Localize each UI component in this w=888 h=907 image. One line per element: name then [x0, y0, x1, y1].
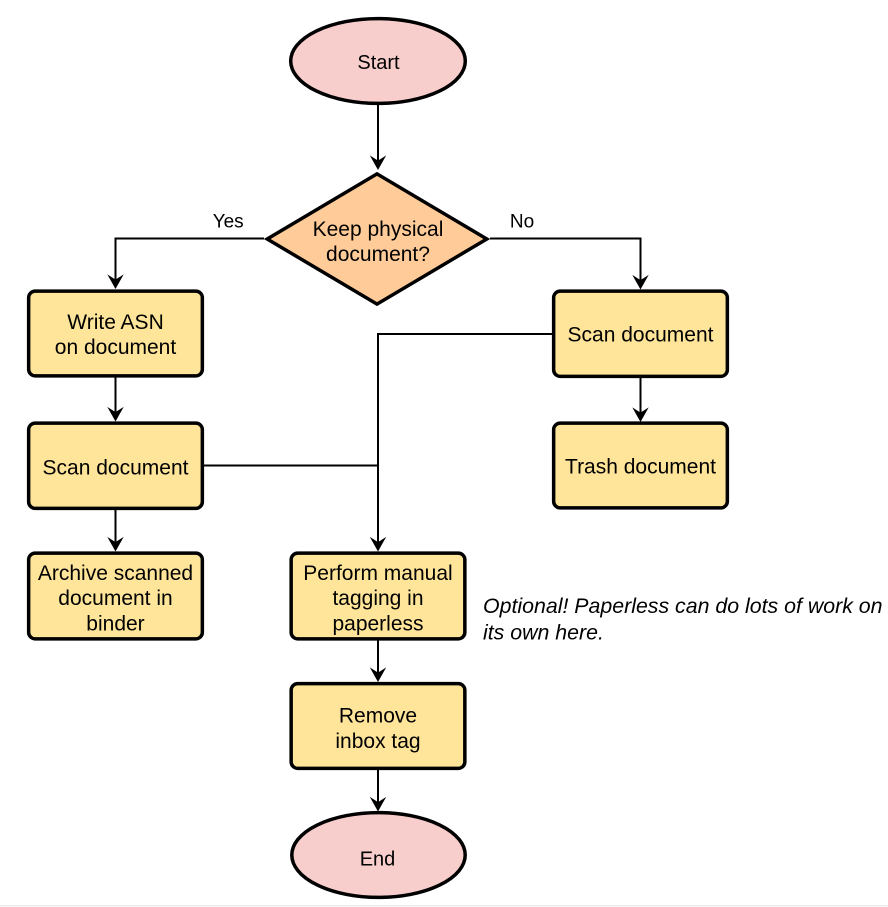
svg-text:Trash document: Trash document [565, 456, 716, 479]
svg-text:Start: Start [357, 52, 400, 74]
svg-text:Archive scanned: Archive scanned [38, 562, 193, 585]
svg-text:Perform manual: Perform manual [303, 562, 452, 585]
svg-text:document?: document? [326, 243, 430, 266]
svg-text:binder: binder [86, 613, 144, 636]
svg-text:Scan document: Scan document [43, 456, 189, 479]
svg-text:No: No [510, 211, 534, 232]
svg-text:its own here.: its own here. [483, 621, 604, 645]
svg-text:inbox tag: inbox tag [335, 730, 420, 753]
svg-text:document in: document in [58, 587, 172, 610]
svg-text:Yes: Yes [213, 211, 244, 232]
svg-text:on document: on document [55, 336, 177, 359]
svg-text:Remove: Remove [339, 705, 417, 728]
svg-text:paperless: paperless [332, 613, 423, 636]
svg-text:Write ASN: Write ASN [67, 311, 163, 334]
svg-text:Scan document: Scan document [568, 324, 714, 347]
svg-text:tagging in: tagging in [332, 587, 423, 610]
svg-text:Keep physical: Keep physical [313, 218, 444, 241]
svg-text:Optional! Paperless can do lot: Optional! Paperless can do lots of work … [483, 594, 883, 618]
svg-text:End: End [360, 848, 396, 870]
